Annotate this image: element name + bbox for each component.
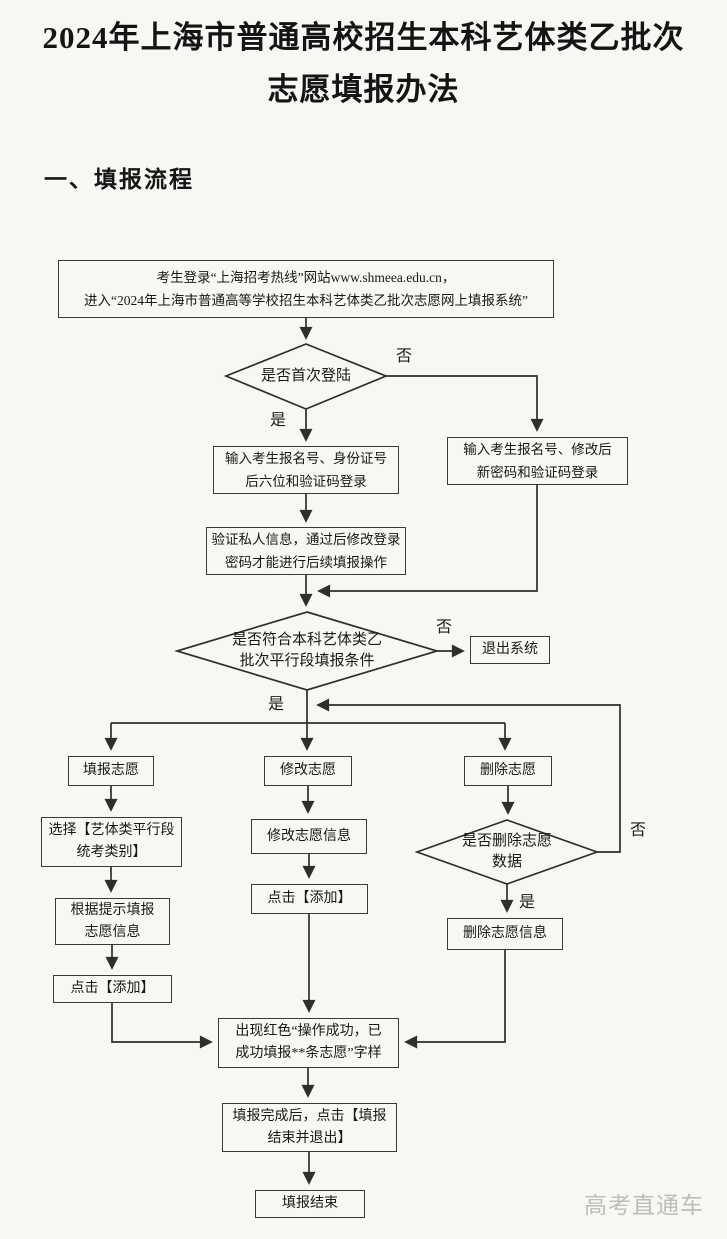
node-modify-info: 修改志愿信息	[251, 819, 367, 854]
node-success-message-line2: 成功填报**条志愿”字样	[235, 1046, 382, 1061]
node-modify-info-line1: 修改志愿信息	[267, 828, 351, 844]
node-exit-system-line1: 退出系统	[482, 642, 538, 657]
node-fill-volunteer-line1: 填报志愿	[83, 763, 139, 778]
qualify-diamond	[174, 611, 440, 691]
node-end-line1: 填报结束	[282, 1196, 338, 1211]
node-login-reset-line1: 输入考生报名号、修改后	[463, 442, 612, 457]
node-click-add-middle: 点击【添加】	[251, 884, 368, 914]
branch-label-no-delete: 否	[630, 822, 647, 839]
node-click-add-left-line1: 点击【添加】	[70, 981, 155, 996]
delete-decision-diamond	[414, 819, 600, 885]
node-verify-info-line1: 验证私人信息，通过后修改登录	[211, 532, 401, 547]
node-delete-info: 删除志愿信息	[447, 918, 563, 950]
node-login-reset: 输入考生报名号、修改后 新密码和验证码登录	[447, 437, 628, 485]
node-delete-volunteer: 删除志愿	[464, 756, 552, 786]
document-title-line1: 2024年上海市普通高校招生本科艺体类乙批次	[42, 20, 685, 55]
branch-label-no-qualify: 否	[436, 619, 453, 636]
node-choose-category: 选择【艺体类平行段 统考类别】	[41, 817, 182, 867]
node-start: 考生登录“上海招考热线”网站www.shmeea.edu.cn， 进入“2024…	[58, 260, 554, 318]
node-choose-category-line2: 统考类别】	[76, 845, 147, 860]
node-finish-exit-line1: 填报完成后，点击【填报	[232, 1108, 387, 1124]
node-finish-exit: 填报完成后，点击【填报 结束并退出】	[222, 1103, 397, 1152]
node-delete-decision-line2: 数据	[491, 854, 522, 870]
node-start-line1: 考生登录“上海招考热线”网站www.shmeea.edu.cn，	[156, 270, 456, 285]
node-success-message: 出现红色“操作成功，已 成功填报**条志愿”字样	[218, 1018, 399, 1068]
node-start-line2: 进入“2024年上海市普通高等学校招生本科艺体类乙批次志愿网上填报系统”	[84, 293, 528, 308]
node-finish-exit-line2: 结束并退出】	[267, 1130, 352, 1146]
node-login-first-time-line2: 后六位和验证码登录	[245, 474, 367, 489]
node-login-first-time: 输入考生报名号、身份证号 后六位和验证码登录	[213, 446, 399, 494]
branch-label-yes-delete: 是	[519, 894, 536, 911]
node-first-login-decision: 是否首次登陆	[226, 344, 386, 409]
branch-label-yes-qualify: 是	[268, 696, 285, 713]
node-fill-info-line2: 志愿信息	[84, 924, 141, 940]
node-login-first-time-line1: 输入考生报名号、身份证号	[225, 451, 387, 466]
node-fill-volunteer: 填报志愿	[68, 756, 154, 786]
node-fill-info: 根据提示填报 志愿信息	[55, 898, 170, 945]
node-choose-category-line1: 选择【艺体类平行段	[48, 823, 175, 838]
document-title-line2: 志愿填报办法	[267, 72, 460, 107]
node-modify-volunteer-line1: 修改志愿	[280, 763, 336, 778]
node-click-add-left: 点击【添加】	[53, 975, 172, 1003]
watermark: 高考直通车	[584, 1192, 704, 1218]
node-delete-info-line1: 删除志愿信息	[463, 926, 547, 941]
node-fill-info-line1: 根据提示填报	[70, 902, 155, 918]
node-success-message-line1: 出现红色“操作成功，已	[235, 1024, 382, 1039]
document-title: 2024年上海市普通高校招生本科艺体类乙批次 志愿填报办法	[0, 12, 727, 116]
node-verify-info-line2: 密码才能进行后续填报操作	[225, 555, 387, 570]
node-first-login-decision-line1: 是否首次登陆	[260, 368, 351, 384]
node-qualify-decision-line1: 是否符合本科艺体类乙	[231, 632, 382, 648]
node-verify-info: 验证私人信息，通过后修改登录 密码才能进行后续填报操作	[206, 527, 406, 575]
branch-label-no-first-login: 否	[396, 348, 413, 365]
node-qualify-decision: 是否符合本科艺体类乙 批次平行段填报条件	[177, 612, 437, 690]
node-modify-volunteer: 修改志愿	[264, 756, 352, 786]
node-delete-volunteer-line1: 删除志愿	[480, 763, 536, 778]
node-exit-system: 退出系统	[470, 636, 550, 664]
node-login-reset-line2: 新密码和验证码登录	[476, 465, 599, 480]
node-qualify-decision-line2: 批次平行段填报条件	[239, 653, 375, 669]
node-delete-decision: 是否删除志愿 数据	[417, 820, 597, 884]
branch-label-yes-first-login: 是	[270, 412, 287, 429]
section-heading: 一、填报流程	[44, 167, 194, 192]
node-delete-decision-line1: 是否删除志愿	[461, 833, 552, 849]
first-login-diamond	[223, 343, 389, 410]
node-click-add-middle-line1: 点击【添加】	[267, 891, 352, 906]
node-end: 填报结束	[255, 1190, 365, 1218]
